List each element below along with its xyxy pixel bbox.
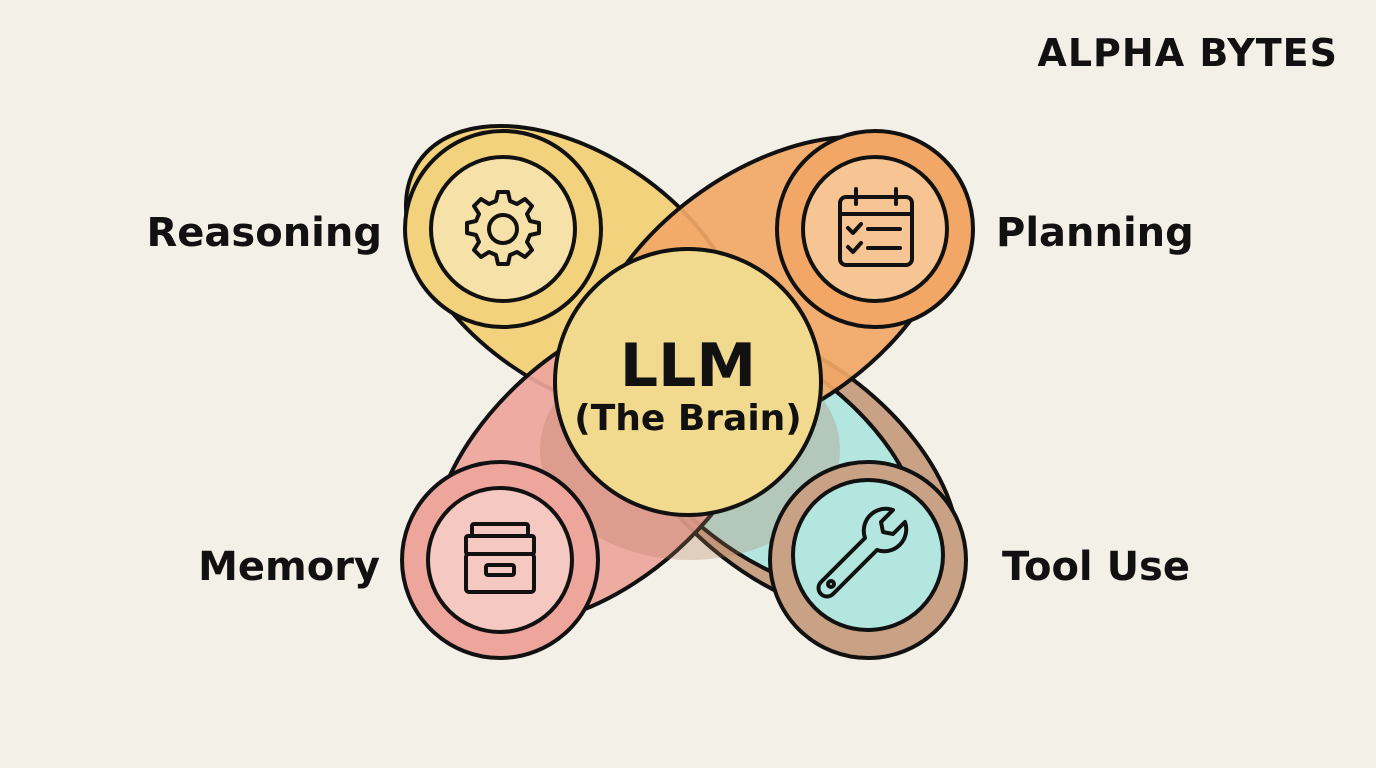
- file-drawer-icon: [464, 522, 536, 594]
- reasoning-node: [403, 129, 603, 329]
- calendar-checklist-icon: [838, 187, 914, 267]
- memory-node: [400, 460, 600, 660]
- center-title: LLM: [620, 331, 756, 401]
- center-circle: [553, 247, 823, 517]
- memory-inner-circle: [426, 486, 574, 634]
- tool-use-inner-circle: [791, 478, 945, 632]
- brand-logo-text: ALPHA BYTES: [1037, 31, 1338, 75]
- planning-node: [775, 129, 975, 329]
- center-node: LLM (The Brain): [553, 247, 823, 517]
- wrench-icon: [816, 506, 909, 599]
- tool-use-node: [768, 460, 968, 660]
- center-subtitle: (The Brain): [574, 398, 802, 439]
- label-reasoning: Reasoning: [146, 210, 382, 256]
- label-tool-use: Tool Use: [1002, 544, 1190, 590]
- gear-icon: [465, 190, 541, 266]
- label-planning: Planning: [996, 210, 1194, 256]
- label-memory: Memory: [198, 544, 380, 590]
- reasoning-inner-circle: [429, 155, 577, 303]
